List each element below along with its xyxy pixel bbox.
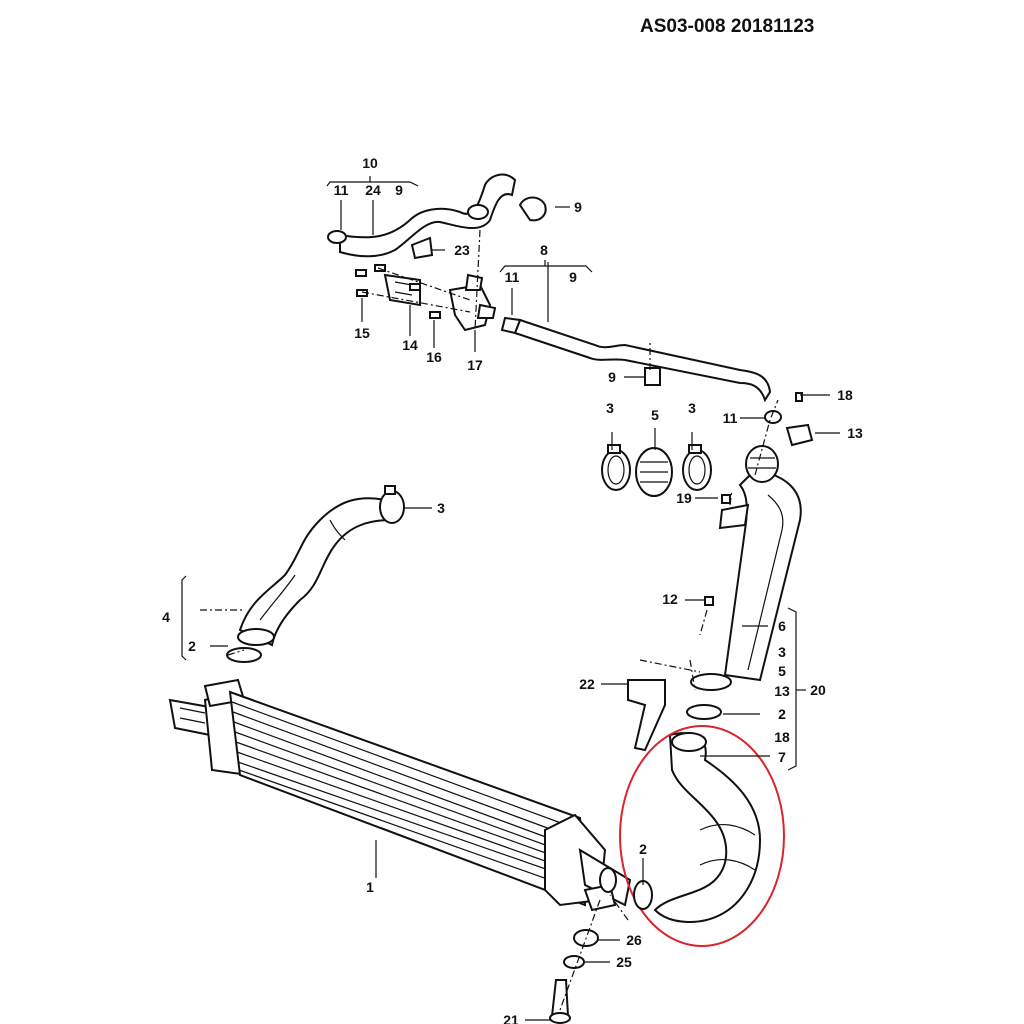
callout-8-sub-9: 9	[569, 269, 577, 285]
bracket-19[interactable]	[718, 503, 750, 530]
callout-3-upper: 3	[437, 500, 445, 516]
callout-2-left: 2	[188, 638, 196, 654]
callout-20: 20	[810, 682, 826, 698]
callout-2-lower: 2	[639, 841, 647, 857]
clamp-2-left[interactable]	[226, 647, 262, 663]
lower-intercooler-hose[interactable]	[653, 732, 762, 923]
upper-branch-clamp[interactable]	[518, 196, 547, 222]
clip-9[interactable]	[644, 367, 661, 386]
callout-14: 14	[402, 337, 418, 353]
callout-5: 5	[651, 407, 659, 423]
lower-mount-stud[interactable]	[599, 867, 617, 893]
clamp-3-left[interactable]	[601, 444, 631, 491]
group-20-item-13: 13	[774, 683, 790, 699]
group-20-item-5: 5	[778, 663, 786, 679]
callout-26: 26	[626, 932, 642, 948]
callout-17: 17	[467, 357, 483, 373]
callout-1: 1	[366, 879, 374, 895]
callout-10-sub-9: 9	[395, 182, 403, 198]
callout-16: 16	[426, 349, 442, 365]
bolt-16[interactable]	[429, 311, 441, 319]
callout-22: 22	[579, 676, 595, 692]
callout-3-left: 3	[606, 400, 614, 416]
screw-18[interactable]	[795, 392, 803, 402]
charge-air-pipe[interactable]	[690, 445, 802, 691]
callout-25: 25	[616, 954, 632, 970]
callout-11: 11	[723, 410, 738, 426]
long-vacuum-pipe[interactable]	[500, 316, 772, 403]
washer-25[interactable]	[563, 955, 585, 969]
bolt-upper-mid[interactable]	[409, 283, 421, 291]
bolt-small-mid[interactable]	[374, 264, 386, 272]
callout-6: 6	[778, 618, 786, 634]
group-20-item-3: 3	[778, 644, 786, 660]
callout-8-sub-11: 11	[505, 269, 520, 285]
document-id: AS03-008 20181123	[640, 16, 815, 37]
callout-4: 4	[162, 609, 170, 625]
left-intercooler-hose[interactable]	[237, 497, 394, 647]
clamp-3-right[interactable]	[682, 444, 712, 491]
bracket-23[interactable]	[410, 236, 434, 260]
callout-8: 8	[540, 242, 548, 258]
clamp-2-right[interactable]	[686, 704, 722, 720]
upper-left-clamp[interactable]	[327, 230, 347, 244]
callout-3-right: 3	[688, 400, 696, 416]
callout-9-lower: 9	[608, 369, 616, 385]
bolt-19[interactable]	[721, 494, 731, 504]
callout-15: 15	[354, 325, 370, 341]
callout-2-right: 2	[778, 706, 786, 722]
callout-10-sub-24: 24	[365, 182, 381, 198]
callout-13: 13	[847, 425, 863, 441]
callout-18: 18	[837, 387, 853, 403]
sensor-13[interactable]	[785, 423, 814, 447]
clamp-2-lower[interactable]	[633, 880, 653, 910]
callout-19: 19	[676, 490, 692, 506]
upper-branch-pipe[interactable]	[339, 173, 517, 258]
clamp-3-upper[interactable]	[379, 485, 405, 524]
group-20-item-18: 18	[774, 729, 790, 745]
intercooler-core[interactable]	[168, 678, 632, 912]
highlight-circle	[619, 725, 785, 947]
callout-23: 23	[454, 242, 470, 258]
callout-21: 21	[503, 1012, 519, 1024]
callout-12: 12	[662, 591, 678, 607]
callout-10-sub-11: 11	[334, 182, 349, 198]
valve-housing[interactable]	[448, 273, 497, 332]
callout-7: 7	[778, 749, 786, 765]
coupler-5[interactable]	[635, 447, 673, 497]
callout-9-upper: 9	[574, 199, 582, 215]
bolt-small-left[interactable]	[355, 269, 367, 277]
bolt-21[interactable]	[549, 979, 571, 1024]
callout-10: 10	[362, 155, 378, 171]
bolt-12[interactable]	[704, 596, 714, 606]
bracket-22[interactable]	[627, 679, 666, 752]
